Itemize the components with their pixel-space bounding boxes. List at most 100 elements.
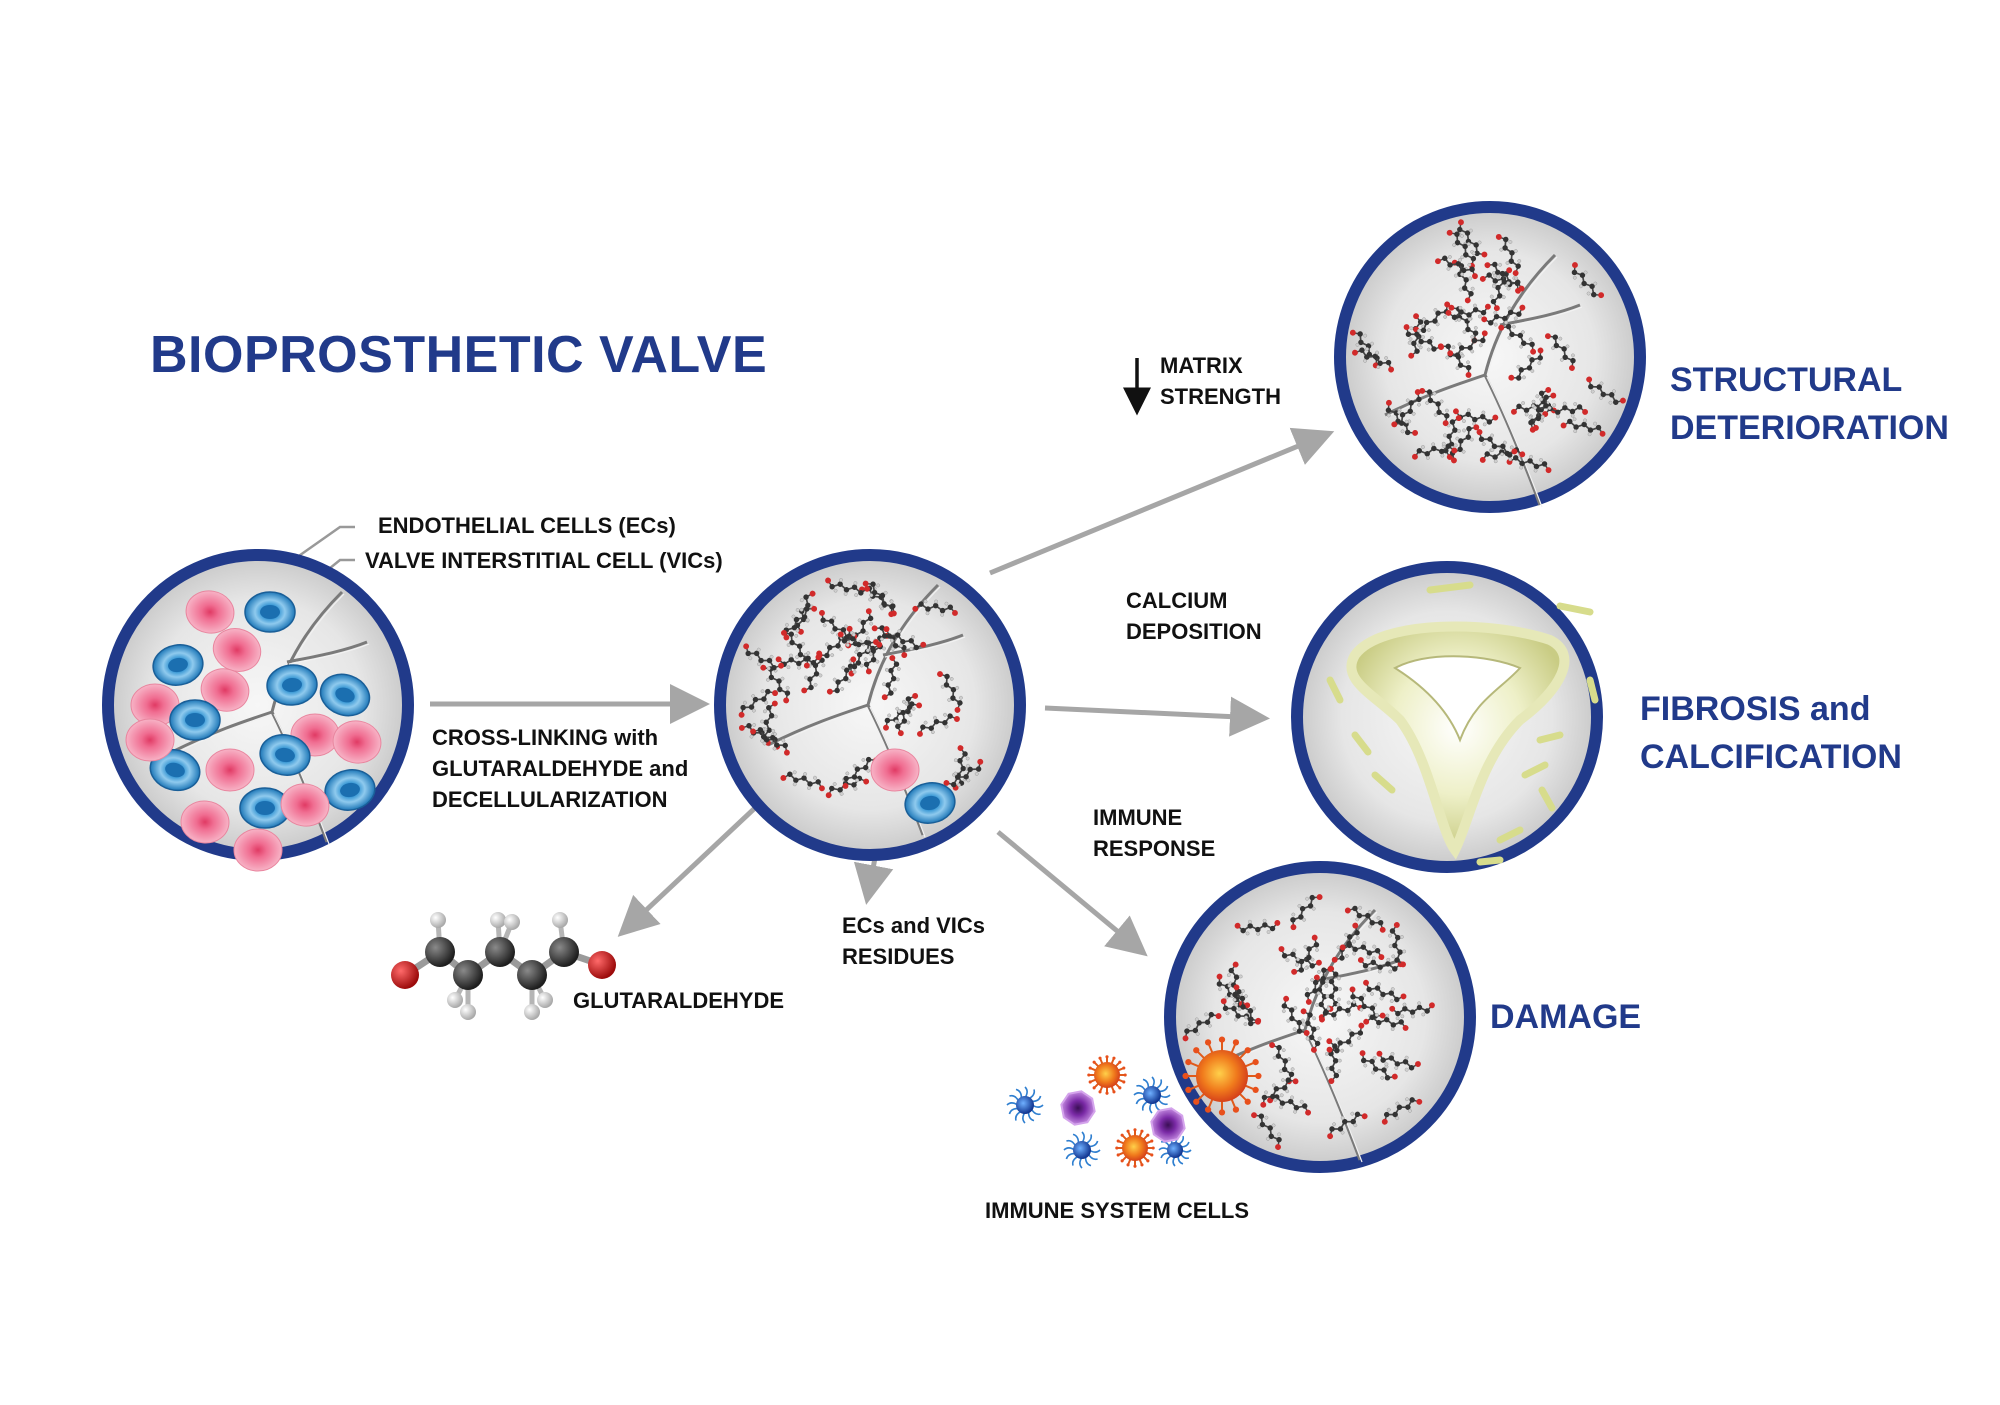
dendritic-cell — [1063, 1131, 1101, 1169]
glutaraldehyde-small-molecule — [1419, 387, 1450, 427]
glutaraldehyde-small-molecule — [912, 599, 958, 617]
hydrogen-atom — [504, 914, 520, 930]
calcium-speck — [1496, 826, 1524, 844]
carbon-atom — [453, 960, 483, 990]
glutaraldehyde-small-molecule — [738, 688, 778, 718]
endothelial-cell — [180, 800, 230, 844]
label-glutaraldehyde: GLUTARALDEHYDE — [573, 988, 785, 1013]
interstitial-cell — [169, 699, 221, 741]
glutaraldehyde-small-molecule — [883, 626, 927, 651]
outcome-damage: DAMAGE — [1490, 998, 1642, 1036]
glutaraldehyde-small-molecule — [1571, 262, 1605, 299]
glutaraldehyde-small-molecule — [1508, 347, 1544, 381]
label-matrix-line-1: MATRIX — [1160, 353, 1243, 378]
glutaraldehyde-small-molecule — [1446, 229, 1477, 269]
glutaraldehyde-small-molecule — [826, 656, 858, 695]
oxygen-atom — [588, 951, 616, 979]
pathogen-virus — [1182, 1036, 1262, 1116]
glutaraldehyde-small-molecule — [837, 631, 883, 653]
page-title: BIOPROSTHETIC VALVE — [150, 326, 768, 384]
glutaraldehyde-small-molecule — [1447, 330, 1488, 358]
glutaraldehyde-small-molecule — [1476, 429, 1518, 457]
immune-virus-cell — [1115, 1128, 1155, 1168]
glutaraldehyde-small-molecule — [1182, 1011, 1222, 1042]
glutaraldehyde-small-molecule — [819, 609, 858, 641]
glutaraldehyde-small-molecule — [952, 745, 970, 791]
label-ecs-vics-residues: ECs and VICs RESIDUES — [842, 910, 985, 972]
glutaraldehyde-small-molecule — [1381, 1097, 1423, 1125]
tissue-crack-2 — [1303, 1029, 1362, 1161]
glutaraldehyde-small-molecule — [1339, 939, 1385, 960]
hydrogen-atom — [447, 992, 463, 1008]
glutaraldehyde-small-molecule — [1495, 234, 1522, 277]
carbon-atom — [517, 960, 547, 990]
tissue-crack-2 — [1483, 374, 1542, 506]
outcome-fibrosis-calcification: FIBROSIS and CALCIFICATION — [1640, 685, 1902, 781]
glutaraldehyde-small-molecule — [1403, 324, 1445, 352]
label-crosslinking: CROSS-LINKING with GLUTARALDEHYDE and DE… — [432, 722, 688, 815]
tissue-crack-2 — [270, 711, 329, 843]
calcium-speck — [1521, 761, 1549, 779]
label-immune-system-cells: IMMUNE SYSTEM CELLS — [985, 1198, 1250, 1223]
calcium-speck — [1371, 771, 1396, 794]
calcium-speck — [1556, 602, 1594, 616]
label-endothelial-cells: ENDOTHELIAL CELLS (ECs) — [378, 513, 676, 538]
glutaraldehyde-small-molecule — [1290, 894, 1323, 931]
endothelial-cell — [332, 720, 382, 764]
glutaraldehyde-small-molecule — [1542, 401, 1589, 419]
glutaraldehyde-small-molecule — [775, 652, 822, 670]
outcome-fibrosis-line-1: FIBROSIS and — [1640, 690, 1871, 728]
glutaraldehyde-small-molecule — [1251, 1112, 1282, 1150]
glutaraldehyde-small-molecule — [1327, 1111, 1368, 1140]
glutaraldehyde-small-molecule — [1232, 984, 1262, 1024]
glutaraldehyde-small-molecule — [937, 671, 963, 713]
glutaraldehyde-small-molecule — [881, 655, 901, 701]
glutaraldehyde-small-molecule — [1528, 392, 1557, 433]
glutaraldehyde-small-molecule — [1376, 1050, 1421, 1072]
label-residues-line-2: RESIDUES — [842, 944, 955, 969]
glutaraldehyde-small-molecule — [1391, 389, 1422, 428]
dendritic-cell — [1133, 1076, 1171, 1114]
glutaraldehyde-small-molecule — [1389, 1001, 1435, 1019]
interstitial-cell — [244, 591, 296, 633]
endothelial-cell — [280, 783, 330, 827]
hydrogen-atom — [490, 912, 506, 928]
outcome-fibrosis-line-2: CALCIFICATION — [1640, 738, 1902, 776]
glutaraldehyde-small-molecule — [825, 577, 871, 597]
glutaraldehyde-small-molecule — [1234, 918, 1281, 936]
hydrogen-atom — [537, 992, 553, 1008]
fibrosis-calcification-circle — [1291, 561, 1603, 873]
macrophage-cell — [1150, 1107, 1186, 1143]
interstitial-cell — [149, 748, 201, 792]
macrophage-cell — [1060, 1090, 1096, 1126]
interstitial-cell — [259, 734, 311, 776]
glutaraldehyde-small-molecule — [1481, 304, 1526, 327]
glutaraldehyde-small-molecule — [1319, 1000, 1364, 1023]
glutaraldehyde-small-molecule — [1489, 267, 1513, 312]
arrow-to-structural — [989, 427, 1335, 576]
label-valve-interstitial-cells: VALVE INTERSTITIAL CELL (VICs) — [365, 548, 723, 573]
native-valve-circle — [102, 549, 414, 872]
interstitial-cell — [324, 769, 376, 811]
glutaraldehyde-small-molecule — [1435, 255, 1478, 280]
glutaraldehyde-small-molecule — [780, 770, 825, 792]
tissue-crack-0 — [171, 710, 273, 754]
glutaraldehyde-small-molecule — [943, 758, 984, 788]
damage-circle — [1164, 861, 1476, 1173]
glutaraldehyde-small-molecule — [1445, 303, 1491, 322]
hydrogen-atom — [430, 912, 446, 928]
label-crosslinking-line-1: CROSS-LINKING with — [432, 725, 659, 750]
dendritic-cell — [1006, 1086, 1044, 1124]
arrow-to-glutaraldehyde — [617, 790, 774, 937]
glutaraldehyde-small-molecule — [1412, 441, 1458, 460]
label-calcium-deposition: CALCIUM DEPOSITION — [1126, 585, 1262, 647]
glutaraldehyde-small-molecule — [743, 643, 784, 671]
glutaraldehyde-small-molecule — [750, 727, 790, 756]
label-calcium-line-1: CALCIUM — [1126, 588, 1228, 613]
glutaraldehyde-small-molecule — [759, 700, 778, 746]
tissue-crack-3 — [1319, 958, 1401, 982]
structural-deterioration-circle — [1334, 201, 1646, 513]
glutaraldehyde-small-molecule — [1349, 986, 1386, 1019]
